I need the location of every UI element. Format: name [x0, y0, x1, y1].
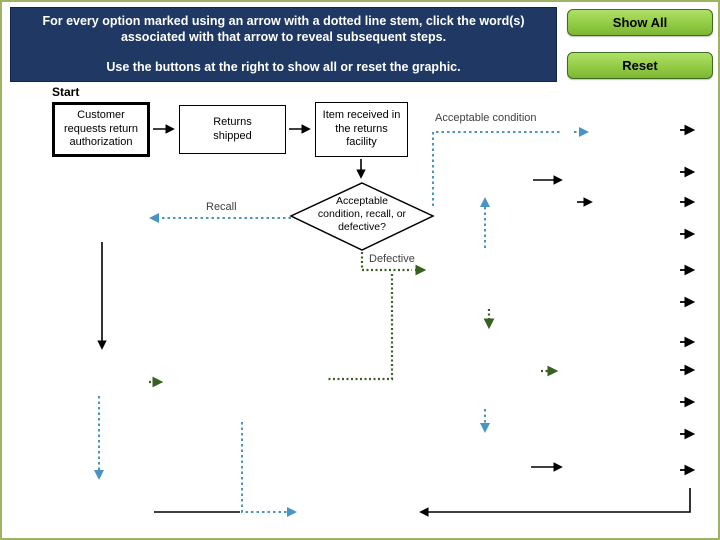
show-all-button[interactable]: Show All	[567, 9, 713, 36]
instruction-panel: For every option marked using an arrow w…	[10, 7, 557, 82]
node-item-received: Item received in the returns facility	[315, 102, 408, 157]
branch-label-acceptable-condition[interactable]: Acceptable condition	[435, 112, 537, 124]
instruction-text-1: For every option marked using an arrow w…	[42, 14, 525, 45]
decision-diamond-text: Acceptable condition, recall, or defecti…	[317, 195, 407, 234]
reveal-arrow-column-right	[680, 124, 696, 476]
branch-label-defective[interactable]: Defective	[369, 253, 415, 265]
bottom-loop-lines	[154, 488, 691, 517]
defective-branch-line	[328, 252, 427, 381]
node-customer-request: Customer requests return authorization	[52, 102, 150, 157]
acceptable-branch-line	[432, 127, 589, 206]
instruction-text-2: Use the buttons at the right to show all…	[106, 59, 461, 74]
branch-label-recall[interactable]: Recall	[206, 201, 237, 213]
start-label: Start	[52, 85, 80, 99]
hidden-step-arrows-green	[149, 309, 559, 388]
hidden-step-arrows-blue	[94, 197, 490, 517]
node-returns-shipped: Returns shipped	[179, 105, 286, 154]
reset-button[interactable]: Reset	[567, 52, 713, 79]
